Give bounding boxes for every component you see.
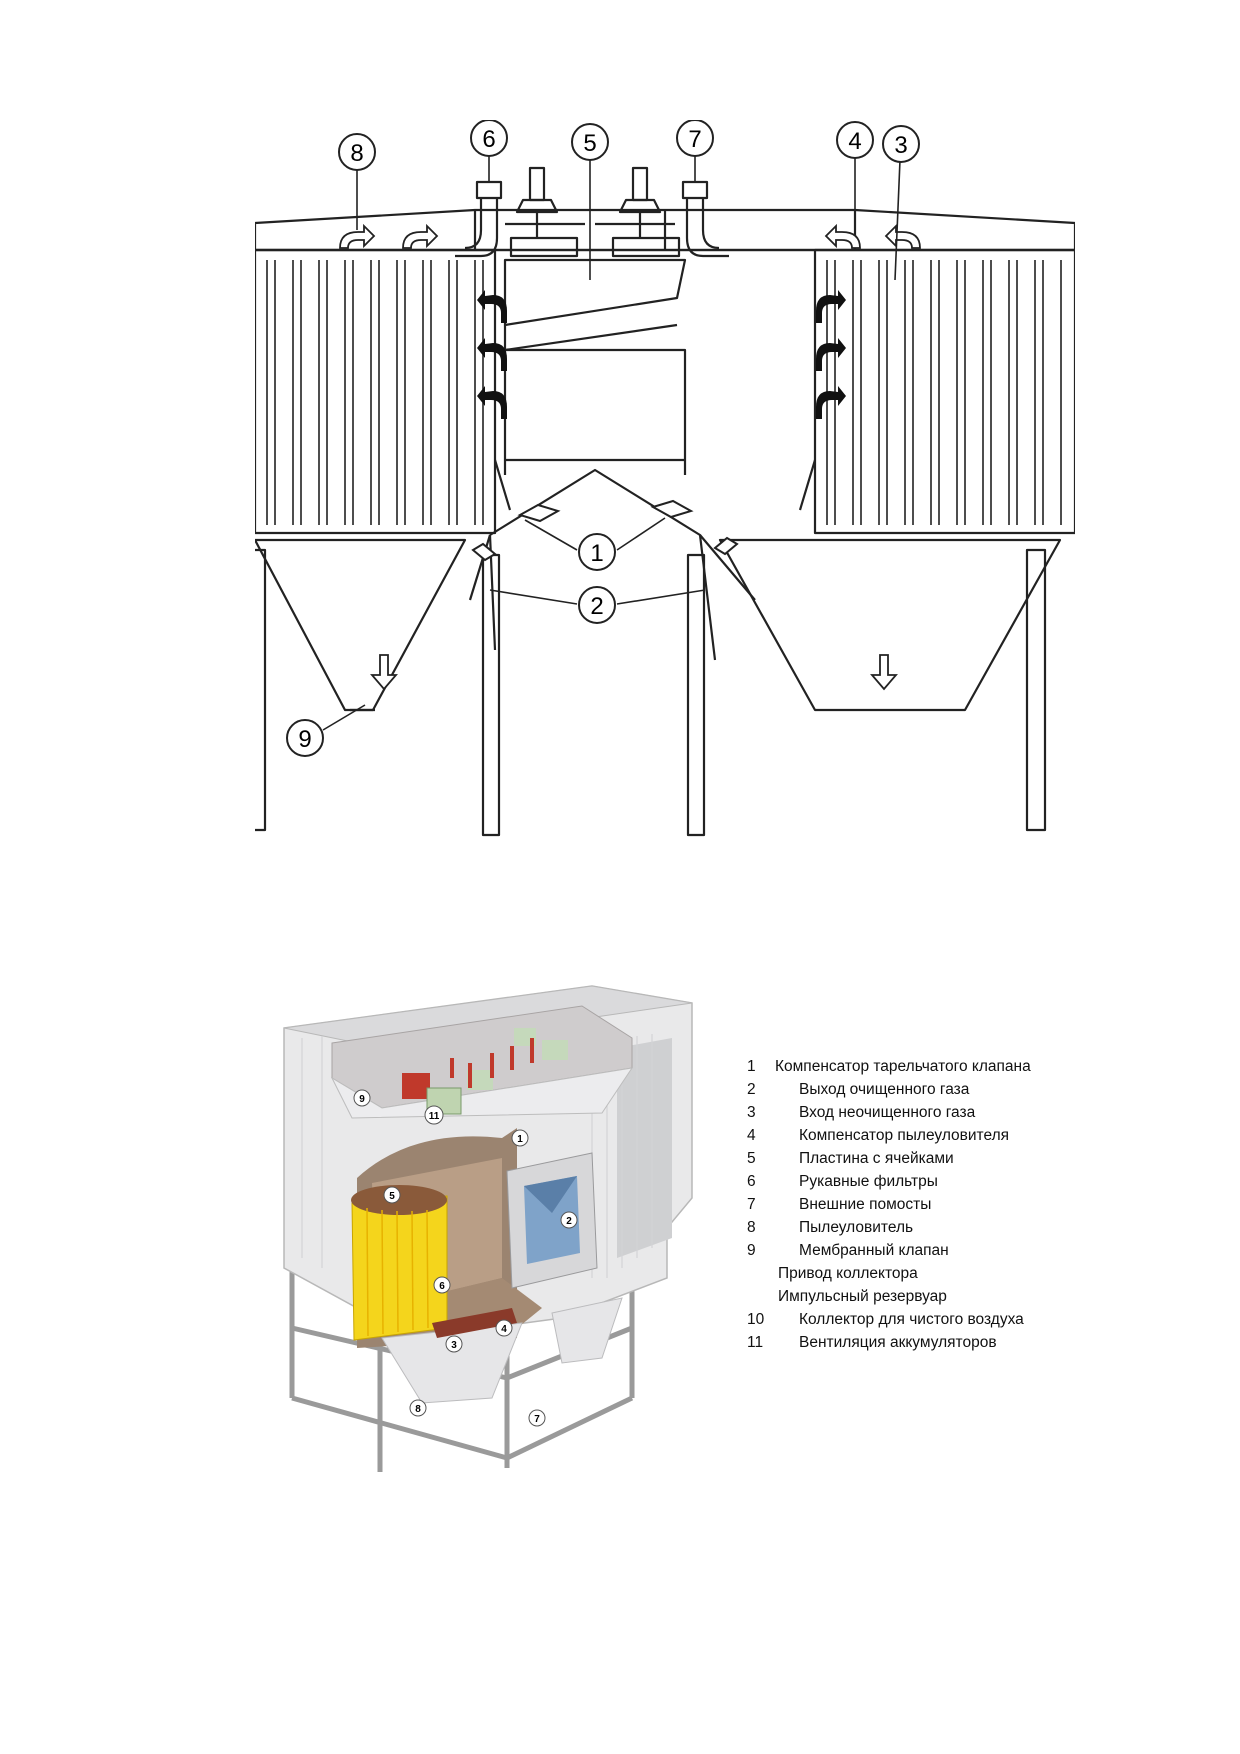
damper-plates: [471, 499, 739, 562]
valve-pipe-left: [455, 180, 503, 258]
bottom-callout-5: 5: [383, 1186, 401, 1204]
outlet-stacks: [505, 166, 675, 238]
legend-item: 3 Вход неочищенного газа: [747, 1101, 1197, 1124]
bottom-callout-3: 3: [445, 1335, 463, 1353]
svg-text:5: 5: [389, 1191, 395, 1202]
legend-item: 1 Компенсатор тарельчатого клапана: [747, 1055, 1197, 1078]
callout-4: 4: [836, 121, 874, 159]
flow-arrows: [477, 290, 846, 419]
svg-text:9: 9: [359, 1094, 365, 1105]
dust-hopper-left: [255, 538, 467, 712]
bottom-callout-6: 6: [433, 1276, 451, 1294]
legend-number: 5: [747, 1150, 756, 1167]
svg-text:5: 5: [583, 130, 596, 157]
legend-item: 5 Пластина с ячейками: [747, 1147, 1197, 1170]
bottom-callout-2: 2: [560, 1211, 578, 1229]
legend-item: 6 Рукавные фильтры: [747, 1170, 1197, 1193]
svg-text:1: 1: [590, 540, 603, 567]
baghouse-schematic: 8 6 5 7 4 3 1 2: [255, 120, 1075, 837]
bottom-callout-9: 9: [353, 1089, 371, 1107]
svg-text:4: 4: [501, 1324, 507, 1335]
svg-text:11: 11: [429, 1111, 440, 1122]
legend-number: 4: [747, 1127, 756, 1144]
roof-cutaway: [330, 1005, 634, 1119]
legend-item: 11 Вентиляция аккумуляторов: [747, 1331, 1197, 1354]
svg-text:2: 2: [590, 593, 603, 620]
legend-label: Вентиляция аккумуляторов: [799, 1334, 997, 1351]
legend-label: Рукавные фильтры: [799, 1173, 938, 1190]
legend-label: Пылеуловитель: [799, 1219, 914, 1236]
legend-item: 4 Компенсатор пылеуловителя: [747, 1124, 1197, 1147]
svg-text:7: 7: [534, 1414, 540, 1425]
dust-hopper-right: [718, 538, 1062, 712]
bag-filter-right: [813, 248, 1075, 535]
legend-item: 9 Мембранный клапан: [747, 1239, 1197, 1262]
valve-pipe-right: [681, 180, 729, 258]
hoppers: [381, 1297, 623, 1404]
bag-filter-left: [255, 248, 497, 535]
callouts-top: 8 6 5 7 4 3 1 2: [286, 120, 920, 757]
bottom-callout-11: 11: [424, 1105, 444, 1125]
legend-label: Компенсатор пылеуловителя: [799, 1127, 1010, 1144]
svg-text:3: 3: [894, 132, 907, 159]
legend: 1 Компенсатор тарельчатого клапана 2 Вых…: [747, 1055, 1197, 1354]
legend-item: Привод коллектора: [747, 1262, 1197, 1285]
bottom-callout-8: 8: [409, 1399, 427, 1417]
legend-label: Компенсатор тарельчатого клапана: [775, 1058, 1031, 1075]
svg-text:8: 8: [415, 1404, 421, 1415]
legend-item: Импульсный резервуар: [747, 1285, 1197, 1308]
callout-7: 7: [676, 120, 714, 157]
svg-text:4: 4: [848, 128, 861, 155]
bottom-callout-1: 1: [511, 1129, 529, 1147]
legend-label: Вход неочищенного газа: [799, 1104, 976, 1121]
callout-6: 6: [470, 120, 508, 157]
legend-label: Коллектор для чистого воздуха: [799, 1311, 1024, 1328]
callout-9: 9: [286, 719, 324, 757]
outlet-box: [506, 1152, 598, 1289]
legend-label: Импульсный резервуар: [778, 1288, 947, 1305]
legend-number: 9: [747, 1242, 756, 1259]
svg-text:6: 6: [482, 126, 495, 153]
bottom-callout-4: 4: [495, 1319, 513, 1337]
legend-item: 7 Внешние помосты: [747, 1193, 1197, 1216]
clean-air-plenum: [255, 208, 1075, 252]
callouts-bottom: 9 11 1 5 2 6 4 3: [353, 1089, 578, 1427]
legend-number: 1: [747, 1058, 756, 1075]
legend-label: Пластина с ячейками: [799, 1150, 954, 1167]
legend-number: 11: [747, 1334, 764, 1351]
legend-label: Привод коллектора: [778, 1265, 918, 1282]
bag-filter-cylinder: [351, 1185, 448, 1341]
callout-8: 8: [338, 133, 376, 171]
leader-lines: [322, 156, 901, 731]
legend-number: 8: [747, 1219, 756, 1236]
legend-label: Мембранный клапан: [799, 1242, 949, 1259]
legend-item: 10 Коллектор для чистого воздуха: [747, 1308, 1197, 1331]
legend-number: 2: [747, 1081, 756, 1098]
callout-1: 1: [578, 533, 616, 571]
baghouse-cutaway-illustration: 9 11 1 5 2 6 4 3: [283, 985, 693, 1472]
bottom-callout-7: 7: [528, 1409, 546, 1427]
svg-text:8: 8: [350, 140, 363, 167]
svg-text:2: 2: [566, 1216, 572, 1227]
legend-number: 10: [747, 1311, 765, 1328]
legend-number: 6: [747, 1173, 756, 1190]
legend-label: Внешние помосты: [799, 1196, 932, 1213]
svg-text:9: 9: [298, 726, 311, 753]
callout-5: 5: [571, 123, 609, 161]
legend-label: Выход очищенного газа: [799, 1081, 970, 1098]
legend-number: 7: [747, 1196, 756, 1213]
clean-gas-outlet-chamber: [503, 236, 687, 475]
roof-arrows: [339, 223, 921, 691]
svg-text:1: 1: [517, 1134, 523, 1145]
svg-text:3: 3: [451, 1340, 457, 1351]
svg-text:6: 6: [439, 1281, 445, 1292]
support-legs: [255, 548, 1047, 837]
legend-number: 3: [747, 1104, 756, 1121]
legend-item: 2 Выход очищенного газа: [747, 1078, 1197, 1101]
legend-item: 8 Пылеуловитель: [747, 1216, 1197, 1239]
svg-text:7: 7: [688, 126, 701, 153]
callout-2: 2: [578, 586, 616, 624]
inlet-duct: [468, 459, 817, 661]
callout-3: 3: [882, 125, 920, 163]
